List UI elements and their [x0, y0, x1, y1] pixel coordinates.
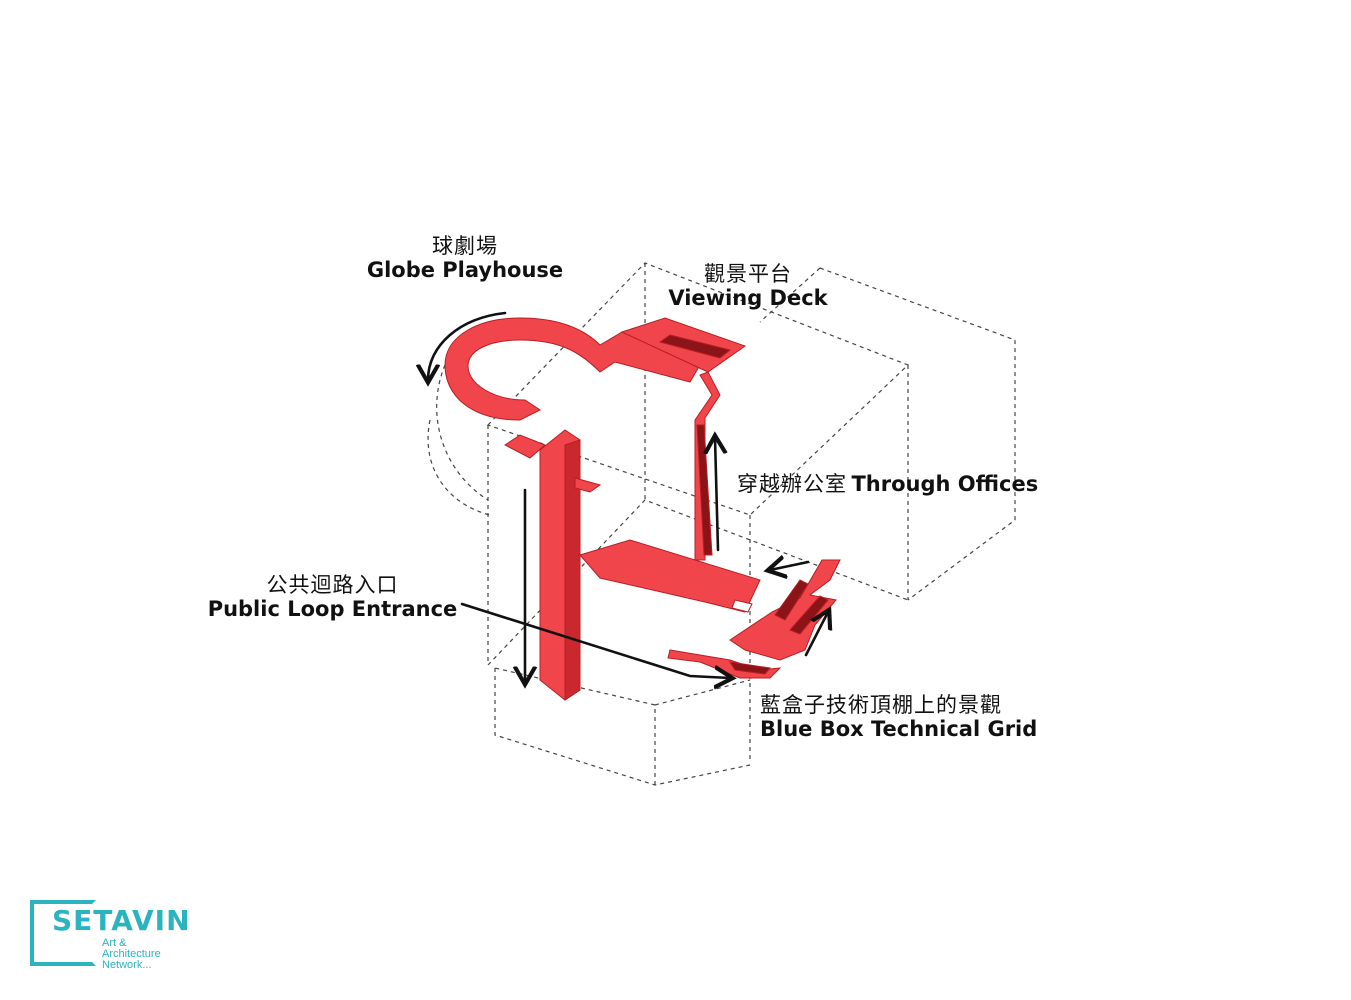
label-public-en: Public Loop Entrance [207, 597, 458, 622]
label-offices-en: Through Offices [851, 472, 1039, 496]
circulation-path [444, 317, 841, 701]
label-public-loop-entrance: 公共迴路入口 Public Loop Entrance [205, 573, 460, 621]
grid-left-arrow [770, 562, 810, 570]
label-offices-zh: 穿越辦公室 [737, 472, 847, 496]
label-globe-zh: 球劇場 [432, 234, 498, 258]
label-globe-en: Globe Playhouse [366, 258, 564, 283]
label-viewing-deck: 觀景平台 Viewing Deck [660, 262, 836, 310]
label-deck-zh: 觀景平台 [704, 262, 792, 286]
label-public-zh: 公共迴路入口 [266, 573, 399, 597]
entrance-arrow [460, 602, 730, 678]
shaft-top [504, 434, 546, 459]
logo-brand: SETAVIN [52, 904, 191, 937]
office-floor [579, 539, 761, 613]
direction-arrows [428, 311, 828, 682]
offices-up-arrow [715, 438, 718, 552]
label-globe-playhouse: 球劇場 Globe Playhouse [360, 234, 570, 282]
globe-arrow [428, 311, 507, 380]
building-outline [427, 262, 1016, 786]
label-grid-en: Blue Box Technical Grid [760, 717, 1038, 742]
label-through-offices: 穿越辦公室 Through Offices [737, 472, 1057, 496]
label-blue-box-grid: 藍盒子技術頂棚上的景觀 Blue Box Technical Grid [760, 693, 1050, 741]
logo-tagline: Art & Architecture Network... [102, 937, 161, 971]
label-grid-zh: 藍盒子技術頂棚上的景觀 [760, 693, 1002, 717]
logo-frame-icon [30, 900, 96, 966]
grid-up-arrow [804, 612, 828, 657]
setavin-logo: SETAVIN Art & Architecture Network... [30, 900, 190, 975]
label-deck-en: Viewing Deck [668, 286, 828, 311]
